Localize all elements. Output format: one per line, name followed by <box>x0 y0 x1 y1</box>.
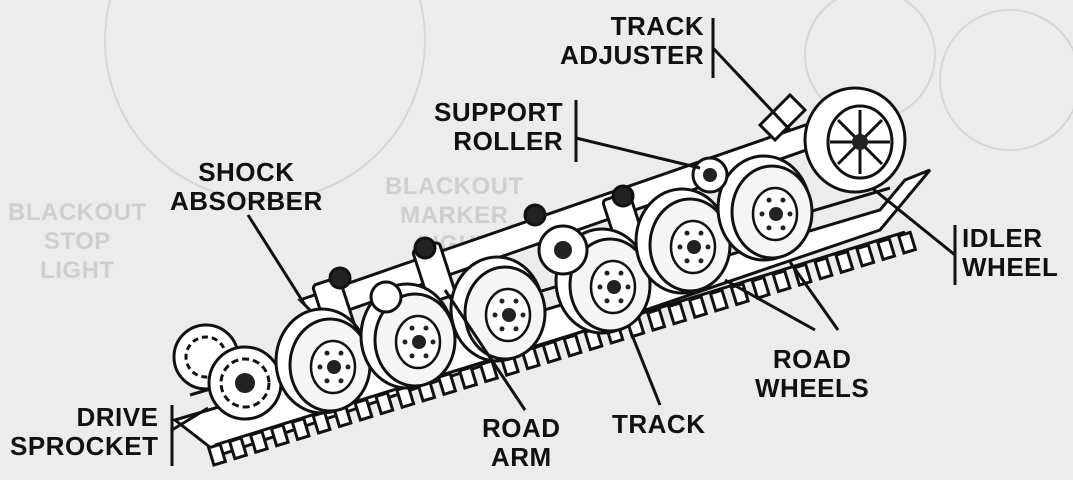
idler-wheel <box>803 86 907 194</box>
track-tread <box>227 436 249 461</box>
label-shock-absorber: SHOCK ABSORBER <box>170 157 323 216</box>
road-wheel <box>554 227 652 335</box>
track-tread <box>813 256 834 281</box>
drive-sprocket <box>172 323 283 421</box>
label-drive-sprocket: DRIVE SPROCKET <box>10 402 159 461</box>
label-support-roller: SUPPORT ROLLER <box>434 97 564 156</box>
track-tread <box>834 249 855 275</box>
track-tread <box>666 301 688 326</box>
track-tread <box>353 397 374 422</box>
track-treads <box>206 230 918 467</box>
track-tread <box>896 230 918 255</box>
track-tread <box>206 442 228 467</box>
track-tread <box>478 358 500 384</box>
track-tread <box>374 391 395 416</box>
track-tread <box>687 294 709 320</box>
label-road-wheels: ROAD WHEELS <box>755 344 870 403</box>
ghost-blackout-stop-light: BLACKOUT STOP LIGHT <box>8 199 147 284</box>
track-tread <box>436 371 458 397</box>
road-wheel <box>716 154 814 262</box>
track-tread <box>457 365 479 390</box>
label-track: TRACK <box>612 409 706 439</box>
leader-lines <box>170 18 957 466</box>
track-tread <box>248 429 270 455</box>
track-tread <box>708 288 730 313</box>
support-roller <box>369 156 729 314</box>
label-road-arm: ROAD ARM <box>482 413 561 472</box>
track-tread <box>290 416 311 442</box>
label-idler-wheel: IDLER WHEEL <box>962 223 1059 282</box>
track-tread <box>645 307 667 333</box>
track-tread <box>541 339 562 365</box>
label-track-adjuster: TRACK ADJUSTER <box>560 11 705 70</box>
track-tread <box>771 268 792 294</box>
road-wheel <box>274 307 372 415</box>
track-tread <box>562 333 583 358</box>
track-tread <box>750 275 771 300</box>
road-wheel <box>449 255 547 363</box>
road-wheel <box>634 187 732 295</box>
track-tread <box>875 236 897 262</box>
track-tread <box>269 423 290 448</box>
track-tread <box>855 243 876 268</box>
